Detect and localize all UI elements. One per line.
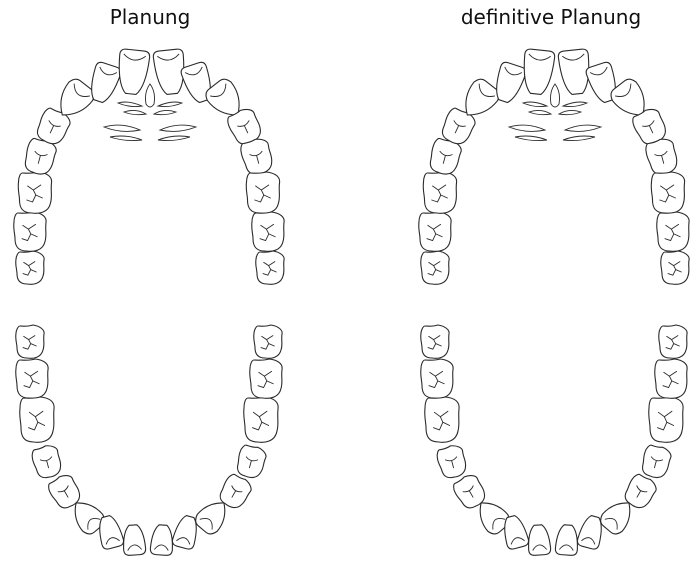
tooth-37[interactable] [655, 359, 687, 398]
tooth-46[interactable] [425, 397, 459, 442]
tooth-35[interactable] [234, 443, 268, 480]
tooth-11[interactable] [116, 49, 150, 96]
tooth-16[interactable] [18, 172, 51, 213]
panel-planung: Planung [0, 0, 300, 564]
tooth-45[interactable] [435, 443, 469, 480]
tooth-chart-definitive-planung[interactable] [405, 0, 699, 564]
tooth-27[interactable] [252, 212, 284, 251]
tooth-17[interactable] [419, 212, 451, 251]
tooth-36[interactable] [244, 397, 278, 442]
tooth-28[interactable] [661, 251, 689, 284]
tooth-45[interactable] [30, 443, 64, 480]
tooth-chart-planung[interactable] [0, 0, 300, 564]
tooth-47[interactable] [16, 359, 48, 398]
tooth-27[interactable] [657, 212, 689, 251]
tooth-26[interactable] [246, 172, 279, 213]
tooth-18[interactable] [16, 251, 44, 284]
tooth-41[interactable] [527, 524, 551, 555]
tooth-46[interactable] [20, 397, 54, 442]
panel-definitive-planung: definitive Planung [405, 0, 699, 564]
tooth-35[interactable] [639, 443, 673, 480]
palatal-rugae [509, 84, 601, 141]
tooth-18[interactable] [421, 251, 449, 284]
lower-arch [16, 325, 282, 556]
lower-arch [421, 325, 687, 556]
tooth-31[interactable] [150, 524, 174, 555]
tooth-37[interactable] [250, 359, 282, 398]
upper-arch [14, 49, 284, 285]
tooth-38[interactable] [659, 325, 687, 358]
tooth-48[interactable] [16, 325, 44, 358]
palatal-rugae [104, 84, 196, 141]
tooth-38[interactable] [254, 325, 282, 358]
tooth-17[interactable] [14, 212, 46, 251]
tooth-36[interactable] [649, 397, 683, 442]
upper-arch [419, 49, 689, 285]
tooth-47[interactable] [421, 359, 453, 398]
tooth-31[interactable] [555, 524, 579, 555]
tooth-16[interactable] [423, 172, 456, 213]
tooth-26[interactable] [651, 172, 684, 213]
tooth-28[interactable] [256, 251, 284, 284]
tooth-48[interactable] [421, 325, 449, 358]
tooth-41[interactable] [122, 524, 146, 555]
tooth-11[interactable] [521, 49, 555, 96]
